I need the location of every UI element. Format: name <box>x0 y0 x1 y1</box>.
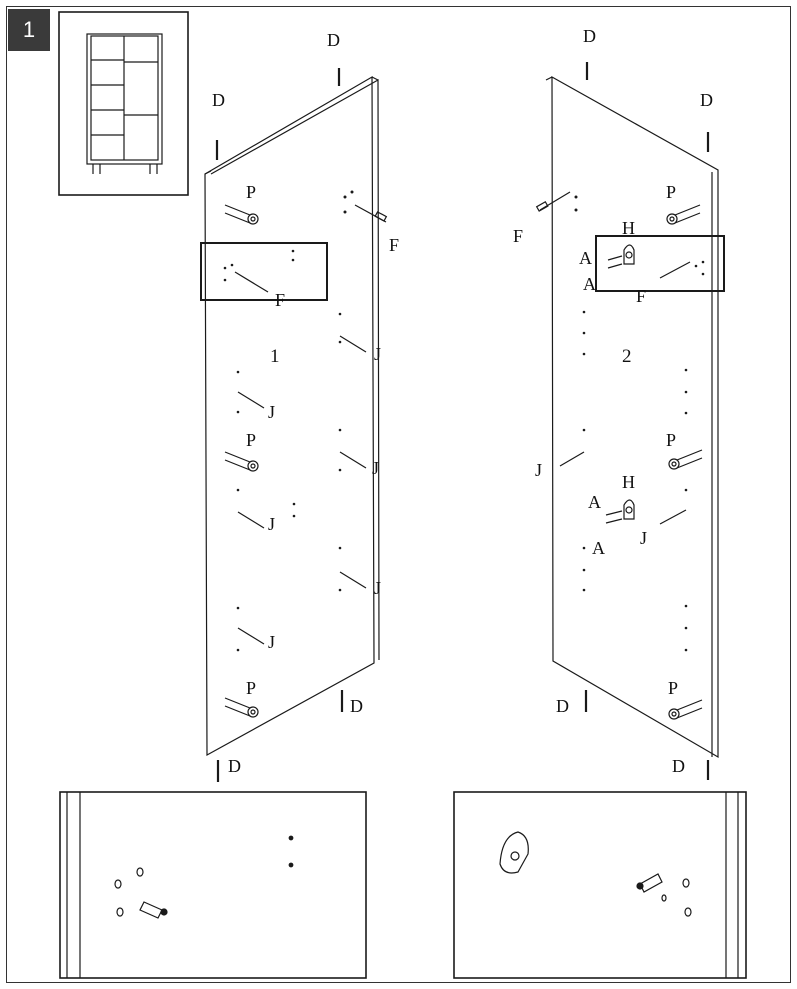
pin-group-left <box>237 335 367 645</box>
label-screw-short-right-3: A <box>588 492 601 512</box>
detail-inset-left <box>59 791 367 979</box>
detail-inset-right <box>453 791 747 979</box>
label-cam-post-right-2: P <box>666 430 676 450</box>
label-screw-left-2: F <box>275 290 285 310</box>
label-pin-right-1: J <box>535 460 542 480</box>
cam-post-group-right <box>666 204 703 720</box>
label-pin-left-5: J <box>374 578 381 598</box>
label-cam-post-right-1: P <box>666 182 676 202</box>
step-number-badge: 1 <box>8 9 50 51</box>
label-pin-left-2: J <box>268 402 275 422</box>
side-panel-left <box>204 75 380 757</box>
screw-group-left <box>234 204 388 293</box>
label-cam-post-left-1: P <box>246 182 256 202</box>
label-screw-short-right-4: A <box>592 538 605 558</box>
pin-group-right <box>559 451 687 525</box>
label-screw-short-right-2: A <box>583 274 596 294</box>
label-dowel-left-2: D <box>212 90 225 110</box>
label-screw-right-1: F <box>513 226 523 246</box>
label-bracket-right-2: H <box>622 472 635 492</box>
label-cam-post-right-3: P <box>668 678 678 698</box>
label-screw-right-2: F <box>636 286 646 306</box>
detail-callout-left <box>200 242 328 301</box>
dowel-group-right <box>584 62 710 780</box>
label-dowel-right-4: D <box>672 756 685 776</box>
label-screw-left-1: F <box>389 235 399 255</box>
label-cam-post-left-2: P <box>246 430 256 450</box>
cabinet-thumbnail <box>58 11 189 196</box>
label-screw-short-right-1: A <box>579 248 592 268</box>
label-cam-post-left-3: P <box>246 678 256 698</box>
label-bracket-right-1: H <box>622 218 635 238</box>
label-pin-right-2: J <box>640 528 647 548</box>
bracket-group-right <box>605 244 635 524</box>
screw-group-right <box>535 191 691 279</box>
label-dowel-right-2: D <box>700 90 713 110</box>
label-dowel-right-1: D <box>583 26 596 46</box>
cam-post-group-left <box>224 204 259 718</box>
detail-callout-right <box>595 235 725 292</box>
label-dowel-right-3: D <box>556 696 569 716</box>
diagram-frame <box>6 6 791 983</box>
label-pin-left-4: J <box>268 514 275 534</box>
label-pin-left-1: J <box>374 344 381 364</box>
panel-number-right: 2 <box>622 346 632 367</box>
label-dowel-left-1: D <box>327 30 340 50</box>
panel-number-left: 1 <box>270 346 280 367</box>
side-panel-right <box>545 75 719 759</box>
label-pin-left-3: J <box>372 458 379 478</box>
label-dowel-left-4: D <box>228 756 241 776</box>
dowel-group-left <box>215 68 344 782</box>
label-dowel-left-3: D <box>350 696 363 716</box>
label-pin-left-6: J <box>268 632 275 652</box>
